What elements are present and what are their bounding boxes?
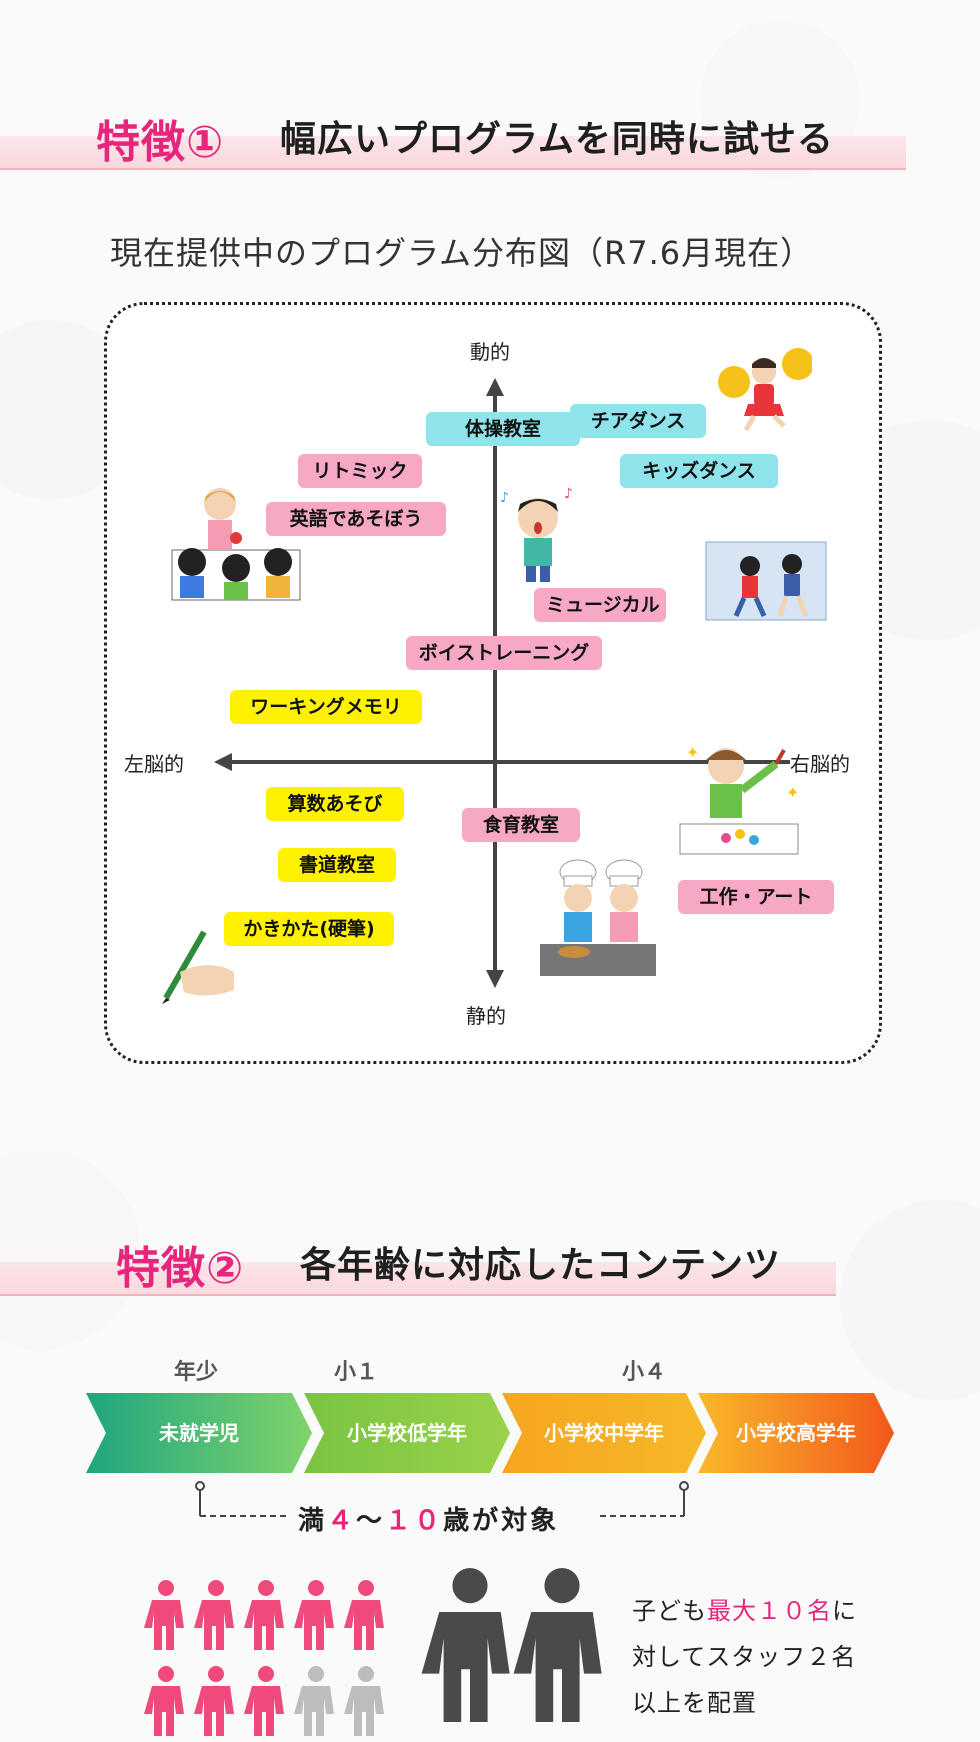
feature2-badge: 特徴② xyxy=(116,1243,245,1294)
tag-food-education: 食育教室 xyxy=(462,808,580,842)
age-label-sho1: 小１ xyxy=(334,1360,379,1385)
child-icon-empty xyxy=(344,1666,384,1736)
svg-text:✦: ✦ xyxy=(686,743,699,762)
tag-math-play: 算数あそび xyxy=(266,787,404,821)
max-children-highlight: 最大１０名 xyxy=(707,1597,832,1625)
tag-gymnastics: 体操教室 xyxy=(426,412,580,446)
tag-kids-dance: キッズダンス xyxy=(620,454,778,488)
child-icon xyxy=(144,1580,184,1650)
tag-cheer-dance: チアダンス xyxy=(570,404,706,438)
staff-icon xyxy=(421,1568,510,1722)
tag-crafts-art: 工作・アート xyxy=(678,880,834,914)
staff-ratio-text: 子ども最大１０名に 対してスタッフ２名 以上を配置 xyxy=(632,1597,857,1717)
child-icon xyxy=(244,1580,284,1650)
target-age-text: 満４〜１０歳が対象 xyxy=(298,1506,560,1536)
target-age-from: ４ xyxy=(327,1506,357,1536)
tag-handwriting: かきかた(硬筆) xyxy=(224,912,394,946)
age-label-sho4: 小４ xyxy=(622,1360,667,1385)
feature2-title: 各年齢に対応したコンテンツ xyxy=(300,1245,782,1286)
feature2-band xyxy=(0,1262,836,1296)
cheerleader-illustration xyxy=(718,348,812,432)
stage-middle-elementary: 小学校中学年 xyxy=(544,1421,664,1445)
tag-musical: ミュージカル xyxy=(534,588,666,622)
tag-english: 英語であそぼう xyxy=(266,502,446,536)
tag-working-memory: ワーキングメモリ xyxy=(230,690,422,724)
teacher-children-illustration xyxy=(171,488,301,601)
singing-boy-illustration: ♪ ♪ xyxy=(500,486,573,582)
axis-bottom-label: 静的 xyxy=(466,1004,506,1028)
map-title: 現在提供中のプログラム分布図（R7.6月現在） xyxy=(110,234,814,272)
tag-calligraphy: 書道教室 xyxy=(278,848,396,882)
age-label-nensho: 年少 xyxy=(174,1360,219,1385)
axis-left-label: 左脳的 xyxy=(124,752,184,776)
child-icon xyxy=(244,1666,284,1736)
child-icon xyxy=(194,1580,234,1650)
tag-voice-training: ボイストレーニング xyxy=(406,636,602,670)
dancing-kids-illustration xyxy=(705,541,827,621)
cooking-kids-illustration xyxy=(540,859,656,976)
pencil-hand-illustration xyxy=(162,930,234,1004)
target-age-to: １０ xyxy=(385,1506,444,1536)
axis-top-label: 動的 xyxy=(470,340,510,364)
stage-lower-elementary: 小学校低学年 xyxy=(347,1421,467,1445)
child-icon xyxy=(294,1580,334,1650)
svg-text:✦: ✦ xyxy=(786,783,799,802)
feature1-band xyxy=(0,136,906,170)
child-icon xyxy=(194,1666,234,1736)
svg-text:♪: ♪ xyxy=(500,490,509,506)
staff-icon xyxy=(513,1568,602,1722)
svg-text:♪: ♪ xyxy=(564,486,573,502)
child-icon xyxy=(144,1666,184,1736)
tag-rhythmic: リトミック xyxy=(298,454,422,488)
child-icon xyxy=(344,1580,384,1650)
stage-upper-elementary: 小学校高学年 xyxy=(736,1421,856,1445)
stage-preschool: 未就学児 xyxy=(159,1421,239,1445)
child-icon-empty xyxy=(294,1666,334,1736)
axis-right-label: 右脳的 xyxy=(790,752,850,776)
painting-boy-illustration: ✦ ✦ xyxy=(679,743,799,855)
feature1-title: 幅広いプログラムを同時に試せる xyxy=(280,119,834,160)
feature1-badge: 特徴① xyxy=(96,117,225,168)
